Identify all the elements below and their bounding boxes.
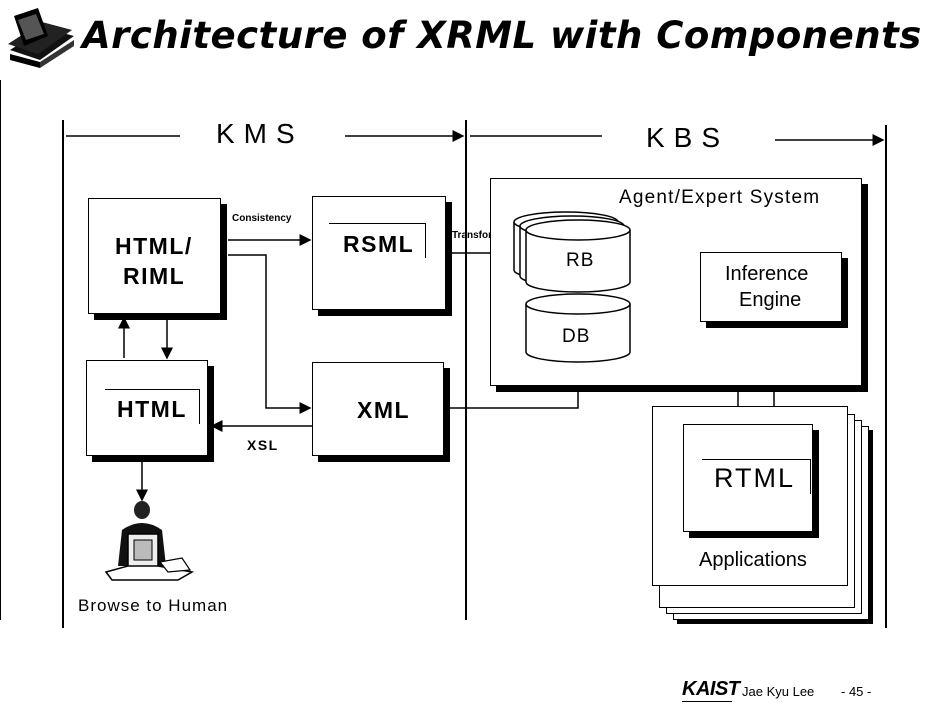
xml-label: XML	[357, 397, 411, 423]
applications-label: Applications	[699, 549, 807, 571]
rtml-label: RTML	[714, 463, 796, 493]
html-riml-label-line1: HTML/	[115, 233, 193, 259]
xsl-edge-label: XSL	[247, 437, 279, 453]
xml-box: XML	[312, 362, 444, 456]
footer-author: Jae Kyu Lee	[742, 684, 815, 699]
kms-section-label: KMS	[216, 118, 304, 149]
kaist-logo-underline	[682, 701, 732, 702]
kaist-logo: KAIST	[682, 678, 740, 700]
agent-expert-system-label: Agent/Expert System	[619, 187, 821, 208]
html-document-box: HTML	[86, 360, 208, 456]
transform-edge-label: Transform	[452, 230, 501, 241]
slide-title: Architecture of XRML with Components	[82, 14, 922, 57]
db-label: DB	[562, 326, 591, 347]
rsml-label: RSML	[343, 231, 415, 257]
inference-label-line2: Engine	[739, 289, 802, 311]
kbs-section-label: KBS	[646, 122, 730, 153]
browse-to-human-label: Browse to Human	[78, 596, 229, 615]
html-riml-box: HTML/ RIML	[88, 198, 221, 314]
consistency-edge-label: Consistency	[232, 213, 292, 224]
inference-engine-box: Inference Engine	[700, 252, 842, 322]
rtml-box: RTML	[683, 424, 813, 532]
html-riml-label-line2: RIML	[123, 263, 186, 289]
footer-page-number: - 45 -	[841, 684, 872, 699]
rb-label: RB	[566, 250, 595, 271]
html-label: HTML	[117, 396, 187, 422]
book-stack-icon	[4, 6, 78, 72]
person-at-terminal-icon	[102, 500, 198, 582]
rsml-box: RSML	[312, 196, 446, 310]
inference-label-line1: Inference	[725, 263, 809, 285]
